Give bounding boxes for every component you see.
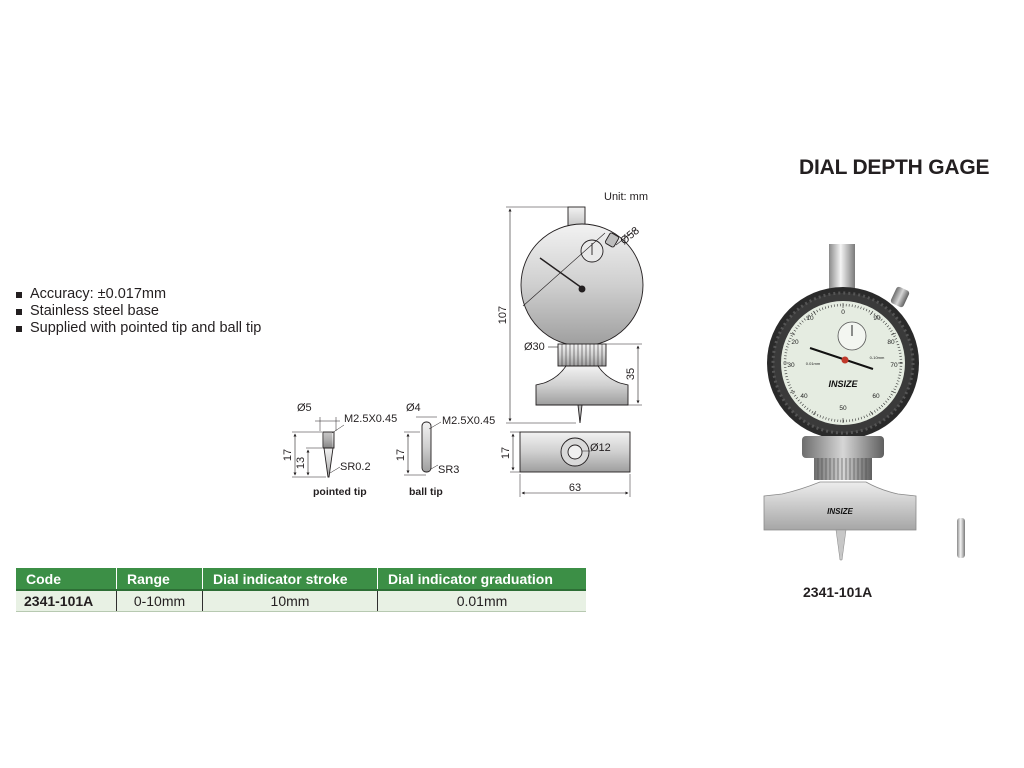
photo-probe	[835, 529, 847, 561]
page-title: DIAL DEPTH GAGE	[799, 156, 990, 179]
dim-m25-ball: M2.5X0.45	[442, 415, 495, 427]
photo-stem	[829, 244, 855, 294]
dial-label-30: 30	[787, 362, 795, 369]
spec-table: Code Range Dial indicator stroke Dial in…	[16, 568, 586, 612]
dial-label-50: 50	[839, 405, 847, 412]
dial-label-90: 90	[873, 315, 881, 322]
dial-label-60: 60	[872, 393, 880, 400]
dial-label-70: 70	[890, 362, 898, 369]
dim-dia30: Ø30	[524, 341, 545, 353]
label-ball-tip: ball tip	[409, 486, 443, 498]
table-header-row: Code Range Dial indicator stroke Dial in…	[16, 568, 586, 591]
bullet-square-icon	[16, 292, 22, 298]
cell-range: 0-10mm	[116, 590, 203, 612]
photo-knob-icon	[890, 286, 910, 308]
unit-label: Unit: mm	[604, 191, 648, 203]
dial-label-10: 10	[806, 315, 814, 322]
dial-label-40: 40	[800, 393, 808, 400]
photo-needle	[809, 347, 874, 370]
dim-13: 13	[295, 457, 307, 469]
feature-text: Accuracy: ±0.017mm	[30, 286, 167, 302]
dim-sr3: SR3	[438, 464, 459, 476]
drawing-knob	[604, 232, 620, 248]
feature-item: Supplied with pointed tip and ball tip	[16, 320, 261, 337]
table-row: 2341-101A 0-10mm 10mm 0.01mm	[16, 590, 586, 612]
cell-stroke: 10mm	[202, 590, 378, 612]
dim-sr02: SR0.2	[340, 461, 371, 473]
dial-brand-logo: INSIZE	[828, 379, 858, 389]
photo-knurled-ring	[814, 458, 872, 480]
dim-17-ball: 17	[395, 449, 407, 461]
header-code: Code	[16, 568, 117, 591]
technical-drawing: Unit: mm 107 Ø58 Ø30 35 Ø5 M2.5X0.45 17 …	[282, 191, 648, 498]
drawing-probe	[577, 404, 583, 424]
dim-35: 35	[625, 368, 637, 380]
header-stroke: Dial indicator stroke	[202, 568, 378, 591]
feature-list: Accuracy: ±0.017mm Stainless steel base …	[16, 286, 261, 337]
photo-spare-tip	[957, 518, 965, 558]
dial-range-text: 0-10mm	[870, 355, 885, 360]
feature-text: Supplied with pointed tip and ball tip	[30, 320, 262, 336]
cell-code: 2341-101A	[16, 590, 117, 612]
dial-label-80: 80	[887, 339, 895, 346]
base-brand-logo: INSIZE	[827, 507, 853, 516]
header-range: Range	[116, 568, 203, 591]
feature-item: Stainless steel base	[16, 303, 261, 320]
dim-107: 107	[497, 306, 509, 324]
bullet-square-icon	[16, 309, 22, 315]
dim-63: 63	[569, 482, 581, 494]
header-graduation: Dial indicator graduation	[377, 568, 586, 591]
photo-base	[763, 481, 917, 531]
dial-label-0: 0	[841, 309, 845, 316]
bullet-square-icon	[16, 326, 22, 332]
feature-item: Accuracy: ±0.017mm	[16, 286, 261, 303]
label-pointed-tip: pointed tip	[313, 486, 367, 498]
drawing-needle	[539, 257, 583, 289]
product-code: 2341-101A	[803, 584, 873, 600]
dim-17-base: 17	[500, 447, 512, 459]
dim-dia5: Ø5	[297, 402, 312, 414]
drawing-base	[535, 365, 629, 406]
photo-dial-face	[781, 301, 905, 425]
dim-dia12: Ø12	[590, 442, 611, 454]
dial-grad-text: 0.01mm	[806, 361, 821, 366]
dim-m25-pointed: M2.5X0.45	[344, 413, 397, 425]
dial-label-20: 20	[791, 339, 799, 346]
product-photo: 0 90 10 20 30 40 80 70 60 50 0-10mm 0.01…	[763, 244, 965, 561]
dim-dia4: Ø4	[406, 402, 421, 414]
drawing-pointed-tip	[322, 431, 335, 449]
feature-text: Stainless steel base	[30, 303, 159, 319]
cell-graduation: 0.01mm	[377, 590, 586, 612]
drawing-ball-tip	[421, 421, 432, 473]
dim-17-pointed: 17	[282, 449, 294, 461]
photo-collar	[802, 436, 884, 458]
